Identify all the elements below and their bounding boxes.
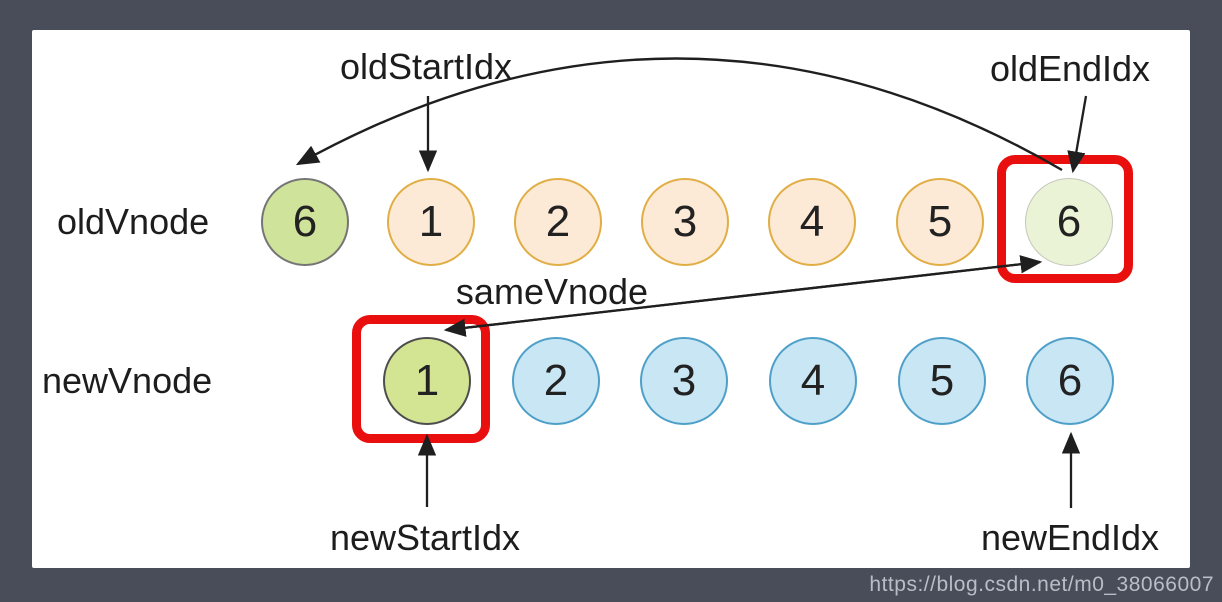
new-node-3-circle: 3: [640, 337, 728, 425]
new-start-idx-label: newStartIdx: [329, 517, 521, 558]
old-node-3-circle: 3: [641, 178, 729, 266]
new-node-4-circle: 4: [769, 337, 857, 425]
old-start-idx-label: oldStartIdx: [339, 46, 513, 87]
old-node-2-circle: 2: [514, 178, 602, 266]
old-end-idx-label: oldEndIdx: [989, 48, 1151, 89]
same-vnode-label: sameVnode: [455, 271, 649, 312]
new-end-idx-label: newEndIdx: [980, 517, 1160, 558]
old-node-end-6-circle: 6: [1025, 178, 1113, 266]
new-node-2-circle: 2: [512, 337, 600, 425]
old-node-4-circle: 4: [768, 178, 856, 266]
old-node-1-circle: 1: [387, 178, 475, 266]
new-row-label: newVnode: [42, 360, 213, 401]
old-row-label: oldVnode: [57, 201, 210, 242]
old-node-front-6-circle: 6: [261, 178, 349, 266]
new-node-start-1-circle: 1: [383, 337, 471, 425]
new-node-end-6-circle: 6: [1026, 337, 1114, 425]
csdn-watermark: https://blog.csdn.net/m0_38066007: [869, 573, 1214, 596]
new-node-5-circle: 5: [898, 337, 986, 425]
old-node-5-circle: 5: [896, 178, 984, 266]
